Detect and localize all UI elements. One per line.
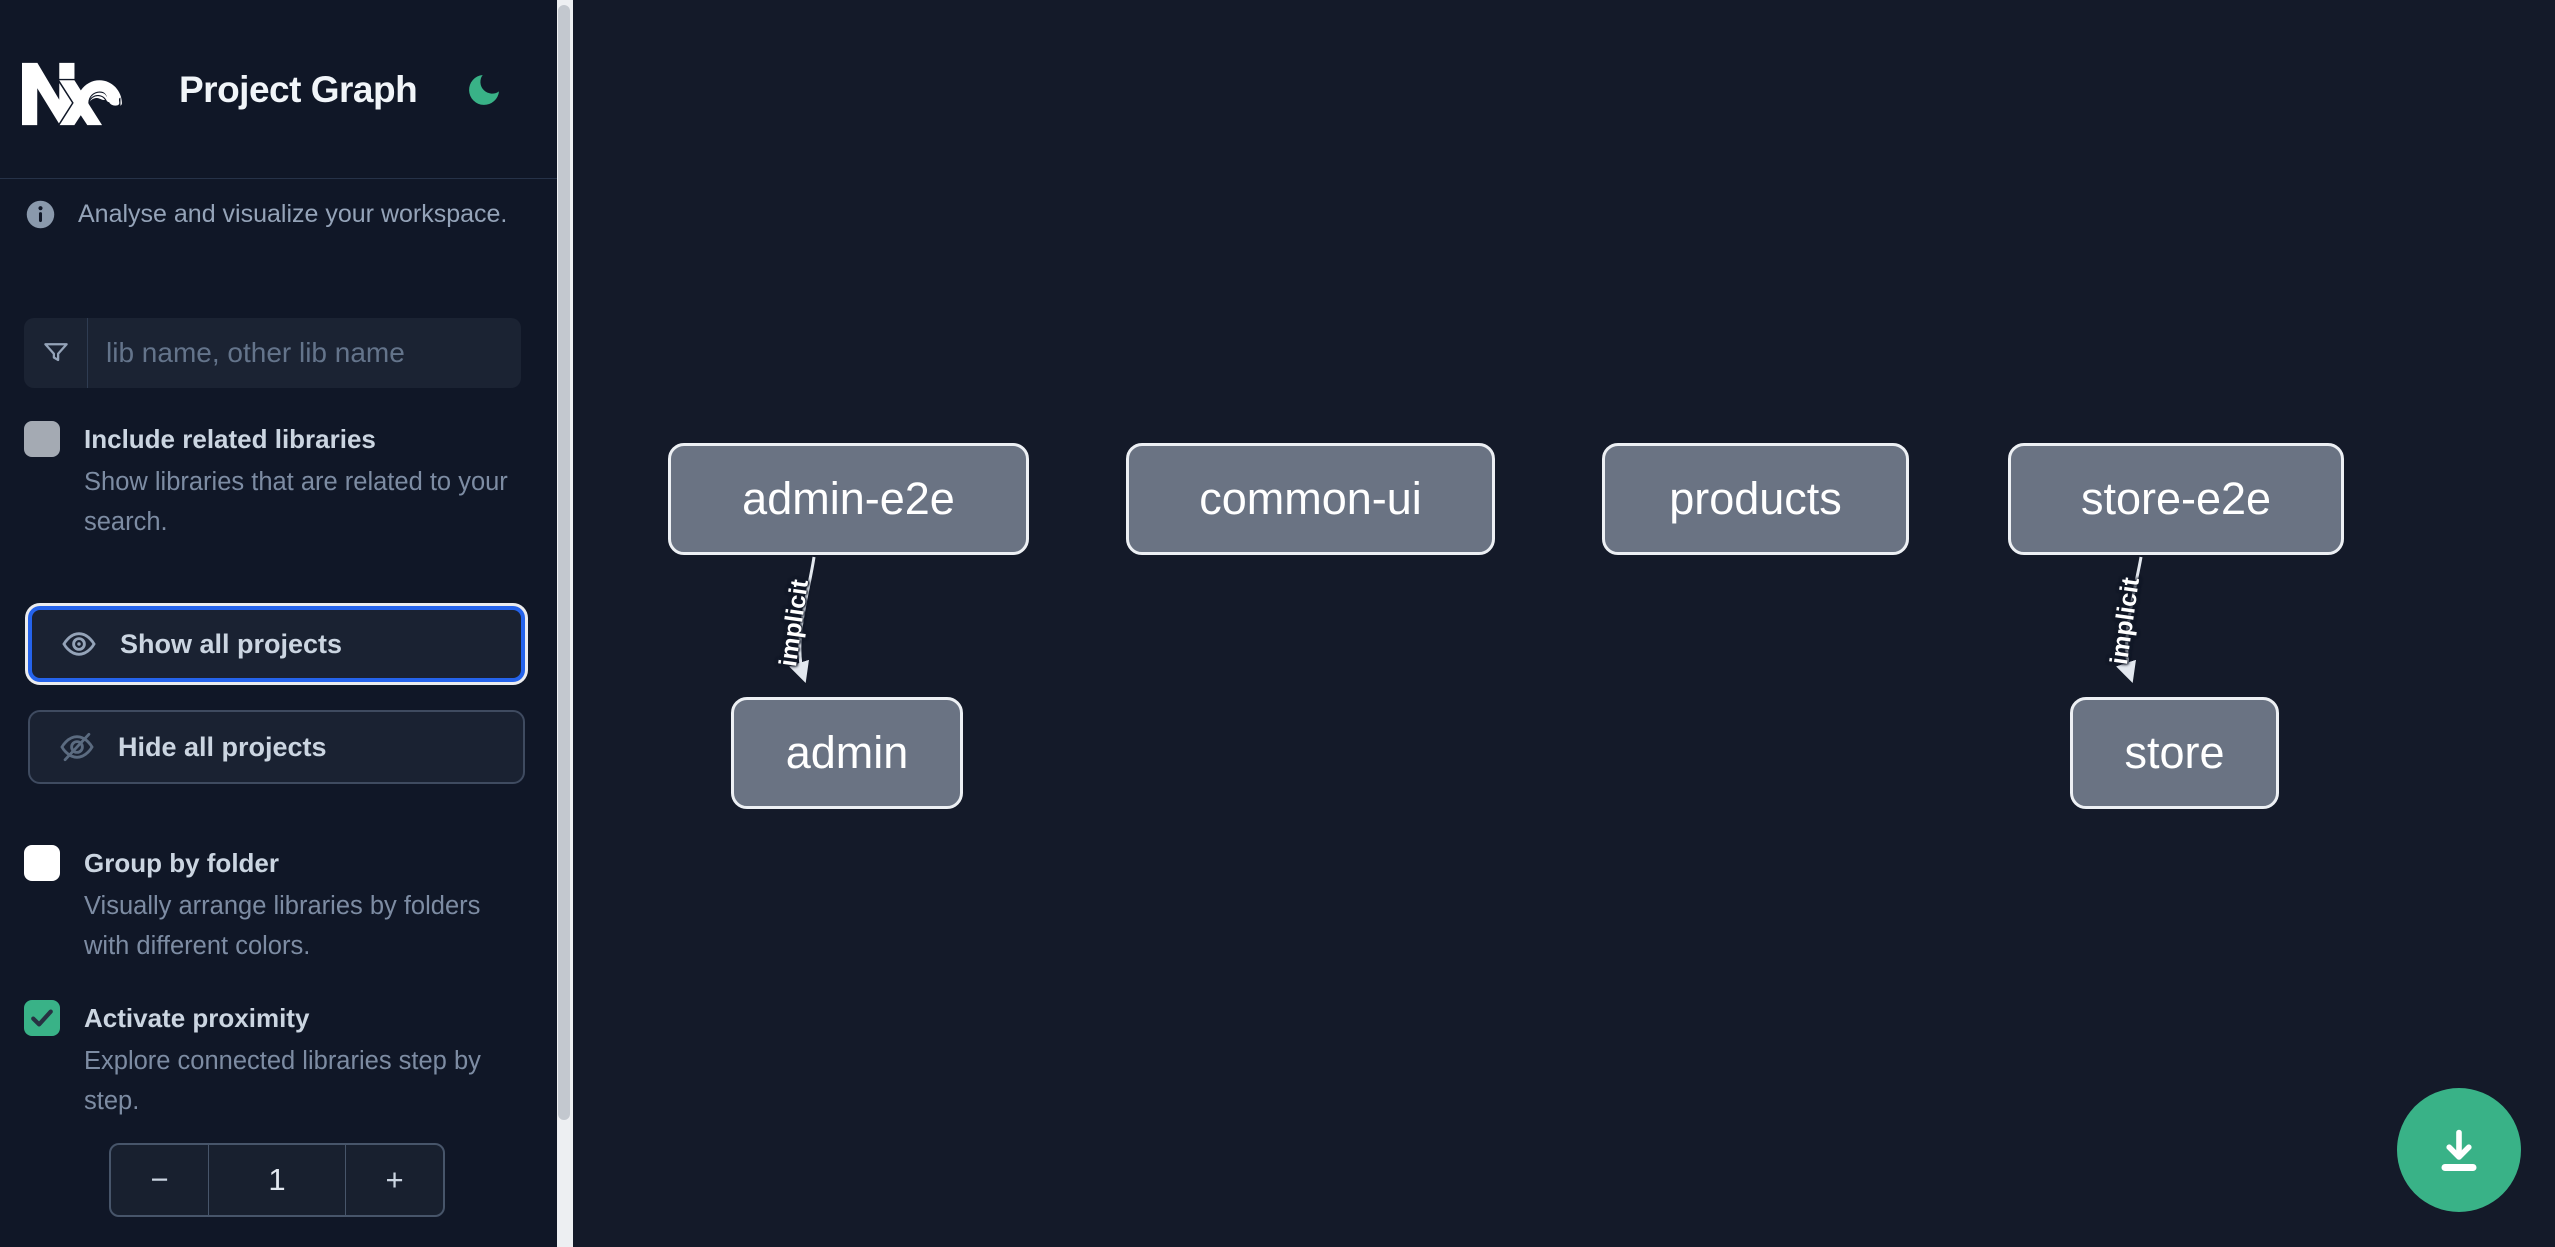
include-related-checkbox[interactable] bbox=[24, 421, 60, 457]
graph-node-products[interactable]: products bbox=[1602, 443, 1909, 555]
sidebar-scrollbar-thumb[interactable] bbox=[558, 5, 570, 1120]
proximity-depth-stepper: − 1 + bbox=[109, 1143, 445, 1217]
increment-button[interactable]: + bbox=[346, 1145, 443, 1215]
hide-all-projects-label: Hide all projects bbox=[118, 731, 327, 762]
hide-all-projects-button[interactable]: Hide all projects bbox=[28, 710, 525, 784]
edge-admin-e2e-to-admin bbox=[789, 556, 816, 683]
edge-store-e2e-to-store bbox=[2116, 556, 2143, 683]
activate-proximity-label: Activate proximity bbox=[84, 1002, 310, 1033]
filter-icon bbox=[24, 318, 88, 388]
group-by-folder-description: Visually arrange libraries by folders wi… bbox=[84, 892, 481, 960]
download-image-button[interactable] bbox=[2397, 1088, 2521, 1212]
info-icon bbox=[26, 200, 55, 229]
option-include-related: Include related libraries Show libraries… bbox=[24, 421, 524, 542]
graph-canvas[interactable]: implicit implicit admin-e2e common-ui pr… bbox=[573, 0, 2555, 1247]
moon-icon bbox=[469, 74, 499, 105]
sidebar-header: Project Graph bbox=[0, 0, 557, 179]
graph-node-admin-e2e[interactable]: admin-e2e bbox=[668, 443, 1029, 555]
eye-icon bbox=[62, 632, 96, 656]
include-related-description: Show libraries that are related to your … bbox=[84, 468, 508, 536]
activate-proximity-checkbox[interactable] bbox=[24, 1000, 60, 1036]
graph-node-store-e2e[interactable]: store-e2e bbox=[2008, 443, 2344, 555]
eye-off-icon bbox=[60, 732, 94, 762]
theme-toggle-button[interactable] bbox=[462, 69, 506, 113]
graph-edges bbox=[789, 556, 2143, 683]
group-by-folder-label: Group by folder bbox=[84, 847, 279, 878]
depth-value: 1 bbox=[208, 1145, 346, 1215]
sidebar: Project Graph Analyse and visualize your… bbox=[0, 0, 557, 1247]
show-all-projects-button[interactable]: Show all projects bbox=[28, 606, 525, 682]
search-panel bbox=[24, 318, 521, 388]
show-all-projects-label: Show all projects bbox=[120, 628, 343, 659]
option-group-by-folder: Group by folder Visually arrange librari… bbox=[24, 845, 524, 966]
graph-node-store[interactable]: store bbox=[2070, 697, 2279, 809]
nx-logo-icon bbox=[22, 62, 122, 126]
option-activate-proximity: Activate proximity Explore connected lib… bbox=[24, 1000, 524, 1121]
page-title: Project Graph bbox=[179, 68, 418, 110]
activate-proximity-description: Explore connected libraries step by step… bbox=[84, 1047, 481, 1115]
decrement-button[interactable]: − bbox=[111, 1145, 208, 1215]
search-input[interactable] bbox=[88, 318, 521, 388]
download-icon bbox=[2441, 1129, 2477, 1171]
graph-node-common-ui[interactable]: common-ui bbox=[1126, 443, 1495, 555]
sidebar-scrollbar-track bbox=[557, 0, 573, 1247]
graph-node-admin[interactable]: admin bbox=[731, 697, 963, 809]
group-by-folder-checkbox[interactable] bbox=[24, 845, 60, 881]
check-icon bbox=[31, 1009, 53, 1027]
include-related-label: Include related libraries bbox=[84, 423, 376, 454]
tagline-row: Analyse and visualize your workspace. bbox=[24, 198, 537, 231]
tagline-text: Analyse and visualize your workspace. bbox=[78, 200, 508, 228]
